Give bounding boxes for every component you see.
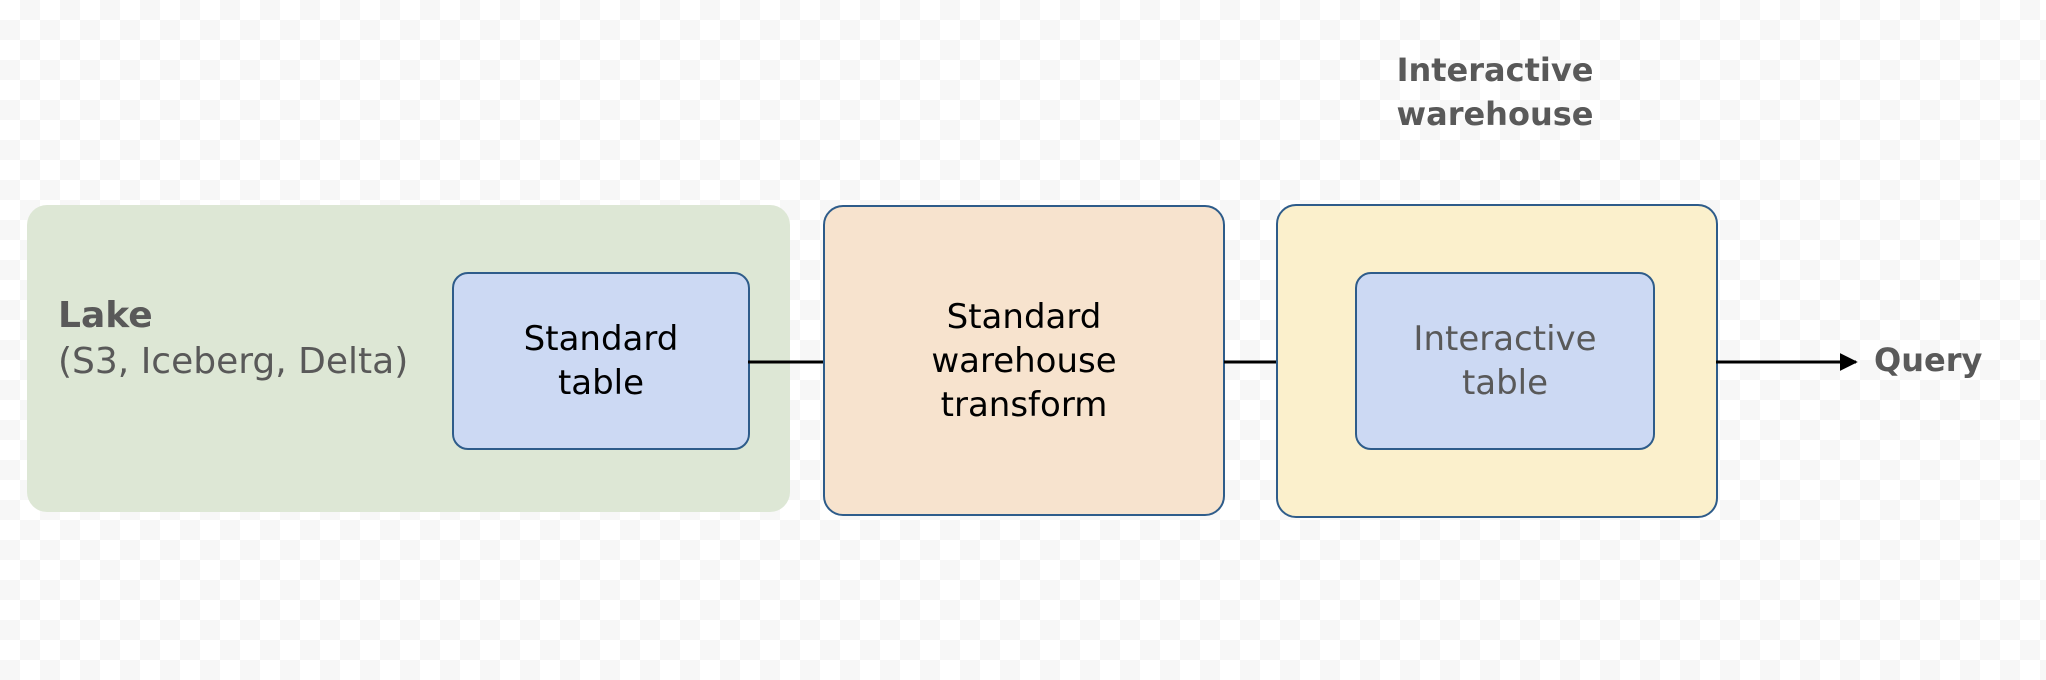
interactive-warehouse-title-line1: Interactive: [1396, 51, 1594, 89]
transform-label-line2: warehouse: [931, 340, 1117, 381]
interactive-table-label-line1: Interactive: [1413, 319, 1597, 359]
transform-label-line3: transform: [940, 384, 1108, 425]
interactive-table-label-line2: table: [1461, 363, 1549, 403]
lake-label: Lake (S3, Iceberg, Delta): [58, 293, 438, 385]
connector-standard-table-to-transform: [748, 360, 826, 364]
lake-title: Lake: [58, 295, 153, 336]
standard-warehouse-transform-label: Standard warehouse transform: [931, 295, 1116, 427]
standard-table-node[interactable]: Standard table: [452, 272, 750, 450]
standard-warehouse-transform-node[interactable]: Standard warehouse transform: [823, 205, 1225, 516]
interactive-table-node[interactable]: Interactive table: [1355, 272, 1655, 450]
transform-label-line1: Standard: [946, 296, 1102, 337]
lake-subtitle: (S3, Iceberg, Delta): [58, 341, 409, 382]
query-label: Query: [1874, 341, 1983, 379]
standard-table-label-line2: table: [557, 363, 645, 403]
standard-table-label: Standard table: [524, 317, 679, 405]
standard-table-label-line1: Standard: [523, 319, 679, 359]
interactive-warehouse-title-line2: warehouse: [1396, 95, 1594, 133]
connector-interactive-warehouse-to-query: [1716, 353, 1858, 371]
interactive-table-label: Interactive table: [1413, 317, 1596, 405]
interactive-warehouse-title: Interactive warehouse: [1330, 48, 1660, 136]
